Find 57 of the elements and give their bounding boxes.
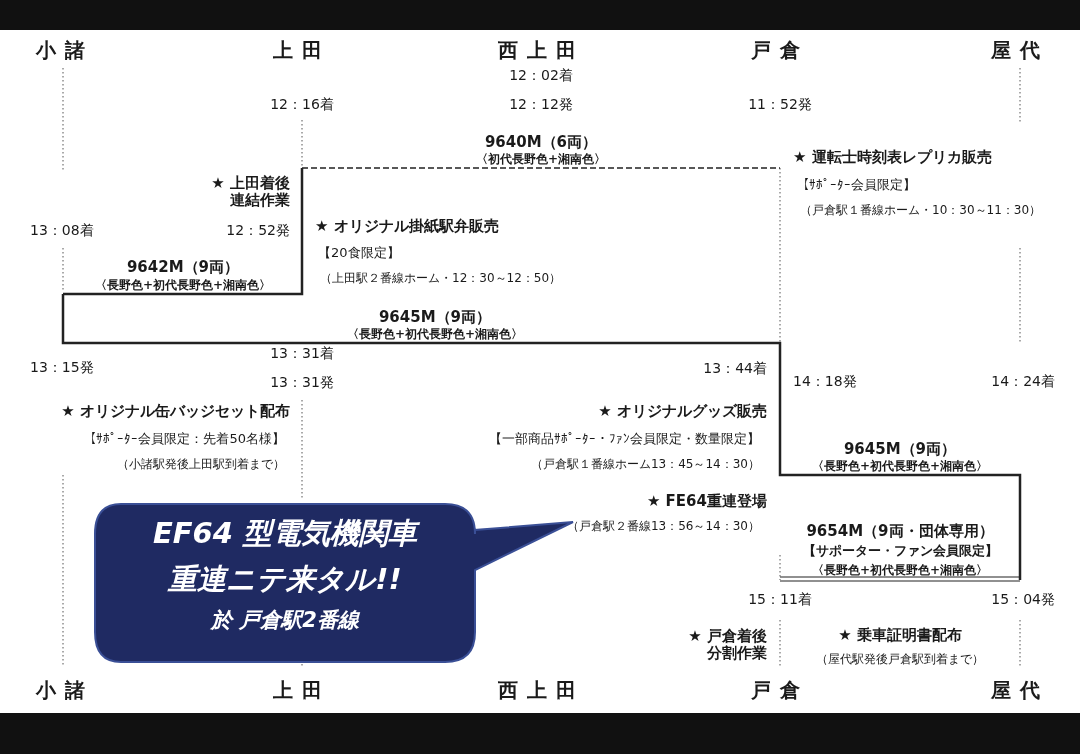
- time-label: 12：02着: [509, 66, 573, 84]
- time-label: 14：18発: [793, 372, 857, 390]
- time-label: 13：15発: [30, 358, 94, 376]
- car-colors-note: 〈長野色+初代長野色+湘南色〉: [346, 328, 524, 342]
- station-name: 上田: [273, 38, 331, 62]
- time-label: 11：52発: [748, 95, 812, 113]
- train-name: 9640M（6両）: [484, 134, 598, 152]
- event-note: 【一部商品ｻﾎﾟｰﾀｰ・ﾌｧﾝ会員限定・数量限定】: [489, 431, 760, 447]
- event-title: ★ 戸倉着後分割作業: [687, 627, 767, 663]
- event-title: ★ オリジナル缶バッジセット配布: [61, 403, 290, 421]
- event-detail: （上田駅２番線ホーム・12：30～12：50）: [320, 272, 562, 286]
- station-name: 屋代: [991, 678, 1049, 702]
- train-name: 9654M（9両・団体専用）: [806, 523, 994, 541]
- event-title: ★ FE64重連登場: [646, 493, 767, 511]
- car-colors-note: 〈長野色+初代長野色+湘南色〉: [811, 460, 989, 474]
- time-label: 14：24着: [991, 372, 1055, 390]
- bubble-text: 於 戸倉駅2番線: [209, 608, 361, 634]
- train-name: 9645M（9両）: [843, 441, 957, 459]
- event-note: 【20食限定】: [318, 245, 400, 261]
- car-colors-note: 〈長野色+初代長野色+湘南色〉: [811, 564, 989, 578]
- train-name: 9645M（9両）: [378, 309, 492, 327]
- time-label: 12：12発: [509, 95, 573, 113]
- station-name: 上田: [273, 678, 331, 702]
- car-colors-note: 〈初代長野色+湘南色〉: [475, 153, 607, 167]
- event-note: 【ｻﾎﾟｰﾀｰ会員限定：先着50名様】: [83, 431, 285, 447]
- station-name: 屋代: [991, 38, 1049, 62]
- event-title: ★ オリジナルグッズ販売: [598, 403, 767, 421]
- station-name: 小諸: [36, 678, 94, 702]
- event-detail: （小諸駅発後上田駅到着まで）: [117, 458, 285, 472]
- event-note: 【サポーター・ファン会員限定】: [802, 543, 998, 559]
- event-detail: （戸倉駅２番線13：56～14：30）: [566, 520, 760, 534]
- time-label: 15：11着: [748, 590, 812, 608]
- time-label: 13：31着: [270, 344, 334, 362]
- event-title: ★ 運転士時刻表レプリカ販売: [793, 149, 992, 167]
- car-colors-note: 〈長野色+初代長野色+湘南色〉: [94, 279, 272, 293]
- time-label: 12：52発: [226, 221, 290, 239]
- station-name: 西上田: [497, 678, 585, 702]
- station-name: 小諸: [36, 38, 94, 62]
- time-label: 13：08着: [30, 221, 94, 239]
- event-note: 【ｻﾎﾟｰﾀｰ会員限定】: [796, 177, 916, 193]
- event-detail: （戸倉駅１番線ホーム・10：30～11：30）: [800, 204, 1042, 218]
- time-label: 12：16着: [270, 95, 334, 113]
- bubble-text: EF64 型電気機関車: [151, 516, 421, 551]
- time-label: 13：31発: [270, 373, 334, 391]
- event-title: ★ オリジナル掛紙駅弁販売: [315, 218, 499, 236]
- time-label: 15：04発: [991, 590, 1055, 608]
- station-name: 西上田: [497, 38, 585, 62]
- train-name: 9642M（9両）: [126, 259, 240, 277]
- bubble-text: 重連ニテ来タル!!: [166, 562, 403, 597]
- speech-bubble: [93, 502, 575, 664]
- event-title: ★ 乗車証明書配布: [838, 627, 962, 645]
- time-label: 13：44着: [703, 359, 767, 377]
- event-title: ★ 上田着後連結作業: [210, 174, 290, 210]
- station-name: 戸倉: [751, 38, 809, 62]
- station-name: 戸倉: [751, 678, 809, 702]
- event-detail: （戸倉駅１番線ホーム13：45～14：30）: [530, 458, 760, 472]
- event-detail: （屋代駅発後戸倉駅到着まで）: [816, 653, 984, 667]
